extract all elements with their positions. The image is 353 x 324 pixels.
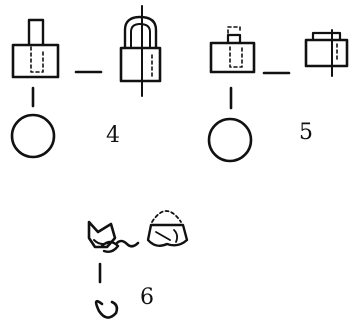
figure-5-right-lock (304, 29, 349, 77)
figure-4-circle (10, 113, 56, 159)
figure-6: 6 (87, 210, 189, 319)
figure-6-right-lock (146, 210, 189, 247)
figure-4-right-lock (119, 5, 162, 97)
figure-6-connector-line (114, 239, 140, 248)
figure-5-left-lock (209, 26, 256, 74)
figure-6-partial-circle (94, 299, 119, 319)
figure-5: 5 (207, 26, 349, 163)
figure-4-label: 4 (106, 123, 120, 148)
figure-5-circle (207, 117, 253, 163)
figure-5-label: 5 (299, 120, 313, 145)
figure-6-label: 6 (140, 285, 154, 310)
figure-4-left-lock (11, 18, 60, 79)
figure-4: 4 (10, 5, 162, 159)
figure-6-left-lock (87, 220, 120, 254)
